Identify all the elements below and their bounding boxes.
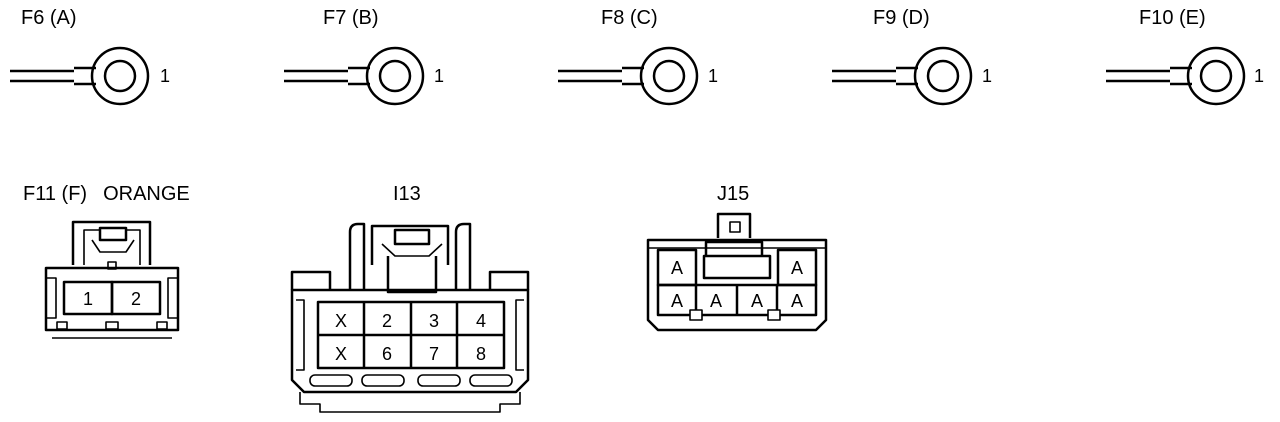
ring-terminal-icon xyxy=(90,46,150,106)
pin-number: A xyxy=(671,291,683,311)
ring-terminal-icon xyxy=(1186,46,1246,106)
terminal-f6: F6 (A) 1 xyxy=(10,7,170,106)
connector-label: J15 xyxy=(717,183,749,205)
pin-cell xyxy=(110,280,162,316)
connector-label: I13 xyxy=(393,183,421,205)
pin-number: X xyxy=(335,311,347,331)
ring-terminal-icon xyxy=(365,46,425,106)
pin-number: 1 xyxy=(434,66,444,86)
ring-terminal-icon xyxy=(913,46,973,106)
connector-f11: F11 (F)ORANGE 1 2 xyxy=(23,183,190,339)
terminal-f10: F10 (E) 1 xyxy=(1106,7,1264,106)
connector-j15: J15 A A A A A A xyxy=(646,183,828,332)
connector-label: F11 (F)ORANGE xyxy=(23,183,190,205)
pin-number: A xyxy=(710,291,722,311)
pin-number: 6 xyxy=(382,344,392,364)
pin-number: A xyxy=(791,291,803,311)
terminal-label: F10 (E) xyxy=(1139,7,1206,29)
terminal-f7: F7 (B) 1 xyxy=(284,7,444,106)
pin-number: 1 xyxy=(83,289,93,309)
ring-terminal-icon xyxy=(639,46,699,106)
pin-number: A xyxy=(791,258,803,278)
pin-number: 8 xyxy=(476,344,486,364)
pin-number: A xyxy=(671,258,683,278)
terminal-label: F9 (D) xyxy=(873,7,930,29)
pin-number: X xyxy=(335,344,347,364)
pin-number: 2 xyxy=(382,311,392,331)
pin-number: 7 xyxy=(429,344,439,364)
pin-number: 2 xyxy=(131,289,141,309)
pin-number: 1 xyxy=(982,66,992,86)
pin-number: 1 xyxy=(160,66,170,86)
pin-number: 1 xyxy=(708,66,718,86)
pin-number: 3 xyxy=(429,311,439,331)
pin-number: 4 xyxy=(476,311,486,331)
pin-number: A xyxy=(751,291,763,311)
pin-grid: X 2 3 4 X 6 7 8 xyxy=(316,300,506,370)
terminal-f8: F8 (C) 1 xyxy=(558,7,718,106)
terminal-label: F7 (B) xyxy=(323,7,379,29)
connector-i13: I13 X 2 3 4 X 6 7 8 xyxy=(290,183,530,413)
terminal-label: F6 (A) xyxy=(21,7,77,29)
pin-number: 1 xyxy=(1254,66,1264,86)
terminal-f9: F9 (D) 1 xyxy=(832,7,992,106)
terminal-label: F8 (C) xyxy=(601,7,658,29)
